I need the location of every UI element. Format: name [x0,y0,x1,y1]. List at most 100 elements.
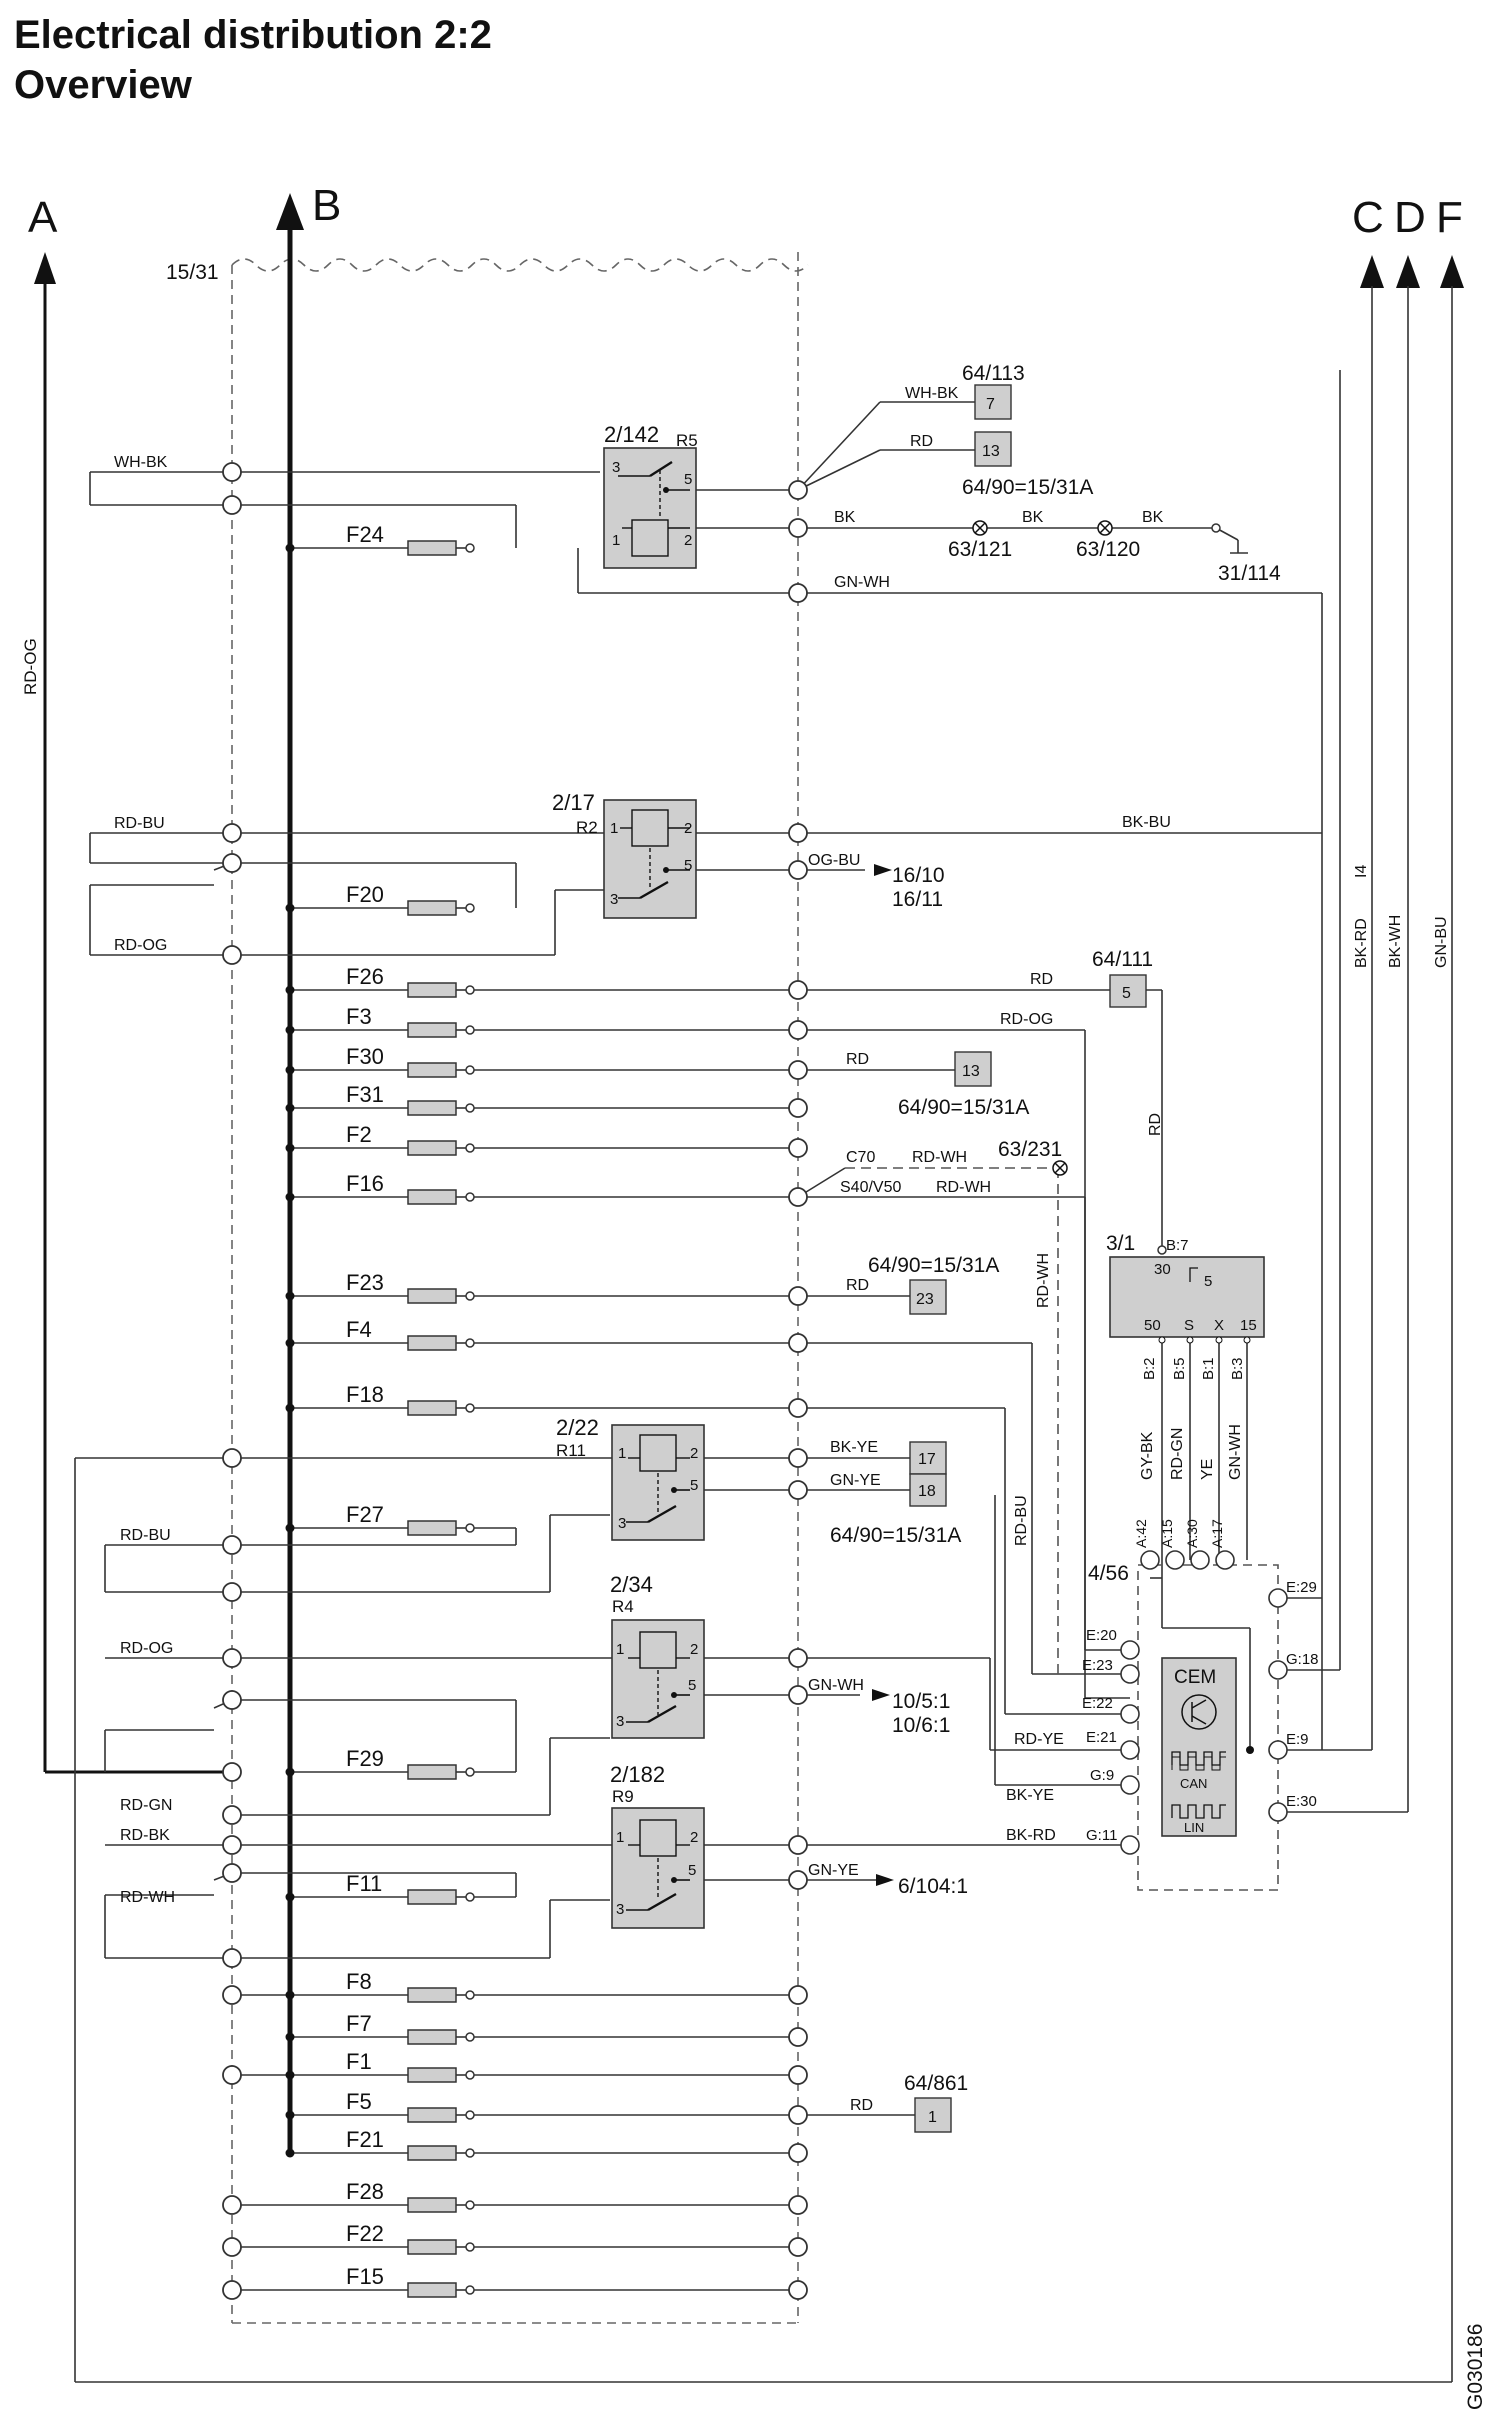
fuse-f23-label: F23 [346,1270,384,1295]
terminal-circles [222,462,808,2300]
fuse-f18-label: F18 [346,1382,384,1407]
arrow-d: D [1394,193,1426,1812]
relay-r2-name: R2 [576,818,598,837]
dashed-wires [845,1167,1059,1674]
connector-63-231: 63/231 [998,1138,1062,1161]
cem-pin-e21: E:21 [1086,1729,1117,1746]
fuse-f3-label: F3 [346,1004,372,1029]
wire-label-rd-vert: RD [1147,1113,1164,1136]
connector-64-90-a: 64/90=15/31A [962,476,1093,499]
relay-r11-name: R11 [556,1441,586,1460]
fuse-f26: F26 [346,964,457,998]
relay-r9-pin3: 3 [616,1901,624,1918]
cem-module: 4/56 CEM CAN LIN A:42 A:15 A:30 A:17 E:2… [1082,1519,1319,1891]
connector-63-120: 63/120 [1076,538,1140,561]
wire-label-gn-wh-1: GN-WH [834,574,890,591]
cem-pin-a30: A:30 [1184,1519,1200,1548]
wire-label-bk-2: BK [1022,509,1044,526]
fuse-f30: F30 [346,1044,457,1078]
connector-16-11: 16/11 [892,888,943,911]
cem-name: CEM [1174,1667,1216,1688]
relay-r11: 2/22 R11 1 2 5 3 [556,1415,705,1541]
fuse-f24: F24 [346,522,457,556]
bus-junction-dots [285,543,1254,2158]
module-3-1-b3: B:3 [1229,1357,1246,1380]
pin-7: 7 [986,396,995,413]
pin-17: 17 [918,1451,936,1468]
wire-label-ye: YE [1199,1459,1216,1480]
module-3-1-b7: B:7 [1166,1237,1189,1254]
relay-r9: 2/182 R9 1 2 5 3 [610,1762,705,1929]
wire-label-rd-gn-v: RD-GN [1169,1428,1186,1480]
fuse-f27-label: F27 [346,1502,384,1527]
fuse-f28: F28 [346,2179,457,2213]
wire-label-gn-bu-v: GN-BU [1433,916,1450,968]
fuse-f4: F4 [346,1317,457,1351]
module-3-1-p30: 30 [1154,1261,1171,1278]
connector-10-6-1: 10/6:1 [892,1714,950,1737]
cem-lin-label: LIN [1184,1820,1204,1835]
connector-64-90-d: 64/90=15/31A [830,1524,961,1547]
arrow-c-label: C [1352,193,1384,242]
wire-label-gn-ye-1: GN-YE [830,1472,881,1489]
module-3-1-b2: B:2 [1141,1357,1158,1380]
wire-label-og-bu: OG-BU [808,852,860,869]
module-3-1-p50: 50 [1144,1317,1161,1334]
module-3-1-p5: 5 [1204,1273,1212,1290]
pin-1: 1 [928,2109,937,2126]
cem-pin-e23: E:23 [1082,1657,1113,1674]
relay-r5-pin2: 2 [684,532,692,549]
wire-label-rd-f5: RD [850,2097,873,2114]
wire-label-rd-bu-2: RD-BU [120,1527,171,1544]
wire-label-rd-13-top: RD [910,433,933,450]
fuse-box-frame [231,252,799,2324]
fuse-f5-label: F5 [346,2089,372,2114]
wire-label-rd-og-2: RD-OG [120,1640,173,1657]
relay-r9-id: 2/182 [610,1762,665,1787]
pin-23: 23 [916,1291,934,1308]
cem-pin-g18: G:18 [1286,1651,1319,1668]
module-3-1-px: X [1214,1317,1224,1334]
cem-pin-g11: G:11 [1086,1827,1117,1844]
drawing-id: G030186 [1464,2324,1487,2410]
relay-r4-pin2: 2 [690,1641,698,1658]
arrow-b: B [276,181,341,2150]
wire-label-wh-bk-right: WH-BK [905,385,959,402]
fuse-f31: F31 [346,1082,457,1116]
fuse-f18: F18 [346,1382,457,1416]
lin-signal-icon [1171,1804,1226,1819]
relay-r9-pin1: 1 [616,1829,624,1846]
connector-64-90-b: 64/90=15/31A [898,1096,1029,1119]
wire-label-rd-og-main: RD-OG [21,638,40,695]
fuse-f23: F23 [346,1270,457,1304]
cem-pin-g9: G:9 [1090,1767,1114,1784]
relay-r9-name: R9 [612,1787,634,1806]
arrow-d-label: D [1394,193,1426,242]
fuse-f30-label: F30 [346,1044,384,1069]
wire-label-rd-bk: RD-BK [120,1827,170,1844]
fuse-f8: F8 [346,1969,457,2003]
wire-label-bk-ye-2: BK-YE [1006,1787,1054,1804]
wire-label-wh-bk-left: WH-BK [114,454,168,471]
wire-label-rd-f30: RD [846,1051,869,1068]
relay-r11-id: 2/22 [556,1415,599,1440]
arrow-a-label: A [28,193,58,242]
connector-64-90-c: 64/90=15/31A [868,1254,999,1277]
cem-pin-e9: E:9 [1286,1731,1309,1748]
wire-label-rd-gn: RD-GN [120,1797,172,1814]
fuse-f16-label: F16 [346,1171,384,1196]
fuse-f31-label: F31 [346,1082,384,1107]
fuse-f11-label: F11 [346,1871,382,1896]
wire-label-bk-rd-1: BK-RD [1006,1827,1056,1844]
fuse-f24-label: F24 [346,522,384,547]
module-3-1-b5: B:5 [1171,1357,1188,1380]
relay-r11-pin2: 2 [690,1445,698,1462]
arrow-f: F [1436,193,1464,2382]
fuse-f2: F2 [346,1122,457,1156]
fuse-f29-label: F29 [346,1746,384,1771]
module-3-1-p15: 15 [1240,1317,1257,1334]
wire-label-bk-1: BK [834,509,856,526]
wire-label-c70: C70 [846,1149,875,1166]
wire-label-rd-wh-vert: RD-WH [1035,1253,1052,1308]
module-3-1-ps: S [1184,1317,1194,1334]
